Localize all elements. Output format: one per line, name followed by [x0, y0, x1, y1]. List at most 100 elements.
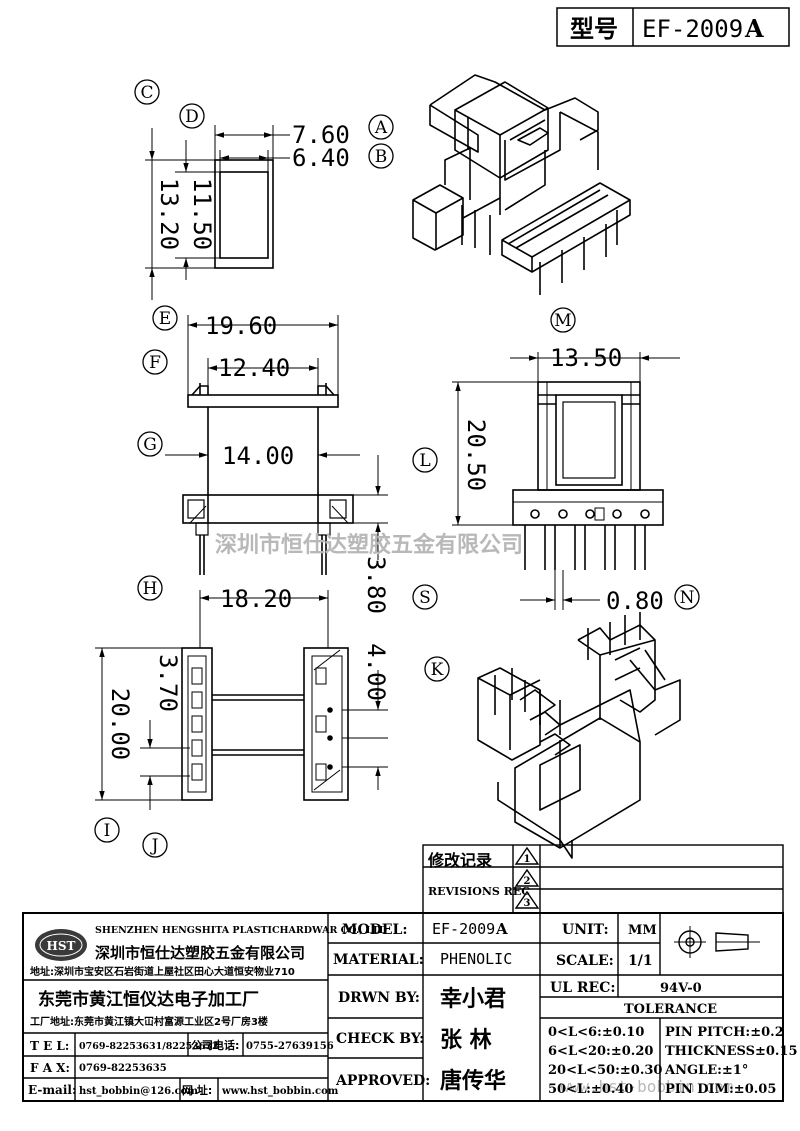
svg-text:B: B — [375, 147, 388, 167]
material-value: PHENOLIC — [440, 950, 512, 968]
label-g: G — [137, 431, 163, 457]
tolerance-label: TOLERANCE — [624, 1002, 717, 1017]
dim-19-60: 19.60 — [205, 312, 277, 340]
unit-value: MM — [628, 923, 657, 938]
svg-text:H: H — [143, 579, 158, 599]
company-address: 地址:深圳市宝安区石岩街道上屋社区田心大道恒安物业710 — [30, 965, 295, 978]
check-value: 张 林 — [440, 1028, 492, 1053]
tel-label: T E L: — [30, 1039, 69, 1053]
label-b: B — [368, 143, 394, 169]
svg-text:E: E — [159, 309, 171, 329]
fax-value: 0769-82253635 — [79, 1063, 167, 1074]
label-j: J — [142, 832, 168, 858]
label-k: K — [424, 656, 450, 682]
svg-text:C: C — [140, 83, 153, 103]
svg-text:L: L — [419, 451, 430, 471]
drawn-value: 幸小君 — [440, 986, 506, 1012]
svg-text:K: K — [431, 660, 444, 680]
unit-label: UNIT: — [562, 922, 609, 938]
tol-row-4: 50<L:±0.40 — [548, 1082, 633, 1097]
tol-right-4: PIN DIM:±0.05 — [665, 1082, 776, 1097]
label-e: E — [152, 305, 178, 331]
view-front — [165, 315, 388, 575]
dim-3-80: 3.80 — [362, 556, 390, 614]
header-model-box: 型号 EF-2009 A — [556, 7, 790, 47]
company-tel-value: 0755-27639156 — [246, 1041, 334, 1052]
svg-text:N: N — [680, 588, 695, 608]
revisions-title-en: REVISIONS REC — [428, 885, 530, 898]
label-a: A — [368, 114, 394, 140]
drawn-label: DRWN BY: — [338, 990, 420, 1006]
company-logo: HST — [35, 929, 87, 961]
dim-18-20: 18.20 — [220, 585, 292, 613]
tol-row-1: 0<L<6:±0.10 — [548, 1025, 644, 1040]
dim-6-40: 6.40 — [292, 144, 350, 172]
isometric-view-bottom — [477, 612, 681, 859]
tol-row-3: 20<L<50:±0.30 — [548, 1063, 662, 1078]
dim-4-00: 4.00 — [362, 643, 390, 701]
label-m: M — [550, 307, 576, 333]
dim-13-20: 13.20 — [155, 178, 183, 250]
label-f: F — [142, 349, 168, 375]
label-h: H — [137, 575, 163, 601]
model-label: MODEL: — [342, 922, 408, 938]
email-value: hst_bobbin@126.com — [79, 1086, 198, 1097]
dim-3-70: 3.70 — [154, 654, 182, 712]
dim-0-80: 0.80 — [606, 587, 664, 615]
header-model: EF-2009 — [642, 15, 743, 43]
rev-mark-1: 1 — [524, 854, 531, 865]
email-label: E-mail: — [28, 1083, 76, 1097]
web-label: 网 址: — [182, 1083, 212, 1097]
watermark: 深圳市恒仕达塑胶五金有限公司 — [215, 532, 523, 558]
watermark-url: www.hst-bobbin.com — [560, 1077, 733, 1096]
web-value: www.hst_bobbin.com — [221, 1086, 339, 1097]
fax-label: F A X: — [30, 1061, 70, 1075]
model-value: EF-2009 — [432, 920, 495, 938]
header-model-suffix: A — [744, 14, 764, 43]
scale-label: SCALE: — [556, 953, 614, 969]
company-tel-label: 公司电话: — [191, 1038, 239, 1052]
title-block — [22, 912, 784, 1102]
view-side-small — [145, 125, 290, 300]
label-d: D — [179, 103, 205, 129]
tel-value: 0769-82253631/82253632 — [79, 1041, 219, 1052]
scale-value: 1/1 — [628, 953, 653, 969]
view-bottom — [95, 590, 388, 810]
dim-14-00: 14.00 — [222, 442, 294, 470]
svg-text:F: F — [149, 353, 161, 373]
label-l: L — [412, 447, 438, 473]
revisions-title-cn: 修改记录 — [427, 851, 492, 870]
svg-text:J: J — [150, 836, 159, 856]
tol-row-2: 6<L<20:±0.20 — [548, 1044, 653, 1059]
approved-value: 唐传华 — [440, 1068, 506, 1094]
view-side — [452, 352, 680, 610]
dim-20-00: 20.00 — [106, 688, 134, 760]
svg-text:A: A — [374, 118, 388, 138]
company-name-cn: 深圳市恒仕达塑胶五金有限公司 — [95, 944, 305, 962]
rev-mark-2: 2 — [524, 876, 531, 887]
dim-13-50: 13.50 — [550, 344, 622, 372]
label-n: N — [674, 584, 700, 610]
svg-text:S: S — [419, 588, 431, 608]
dim-7-60: 7.60 — [292, 121, 350, 149]
factory-address: 工厂地址:东莞市黄江镇大冚村富源工业区2号厂房3楼 — [30, 1015, 268, 1028]
model-value-suffix: A — [495, 920, 508, 938]
dim-20-50: 20.50 — [462, 419, 490, 491]
dim-12-40: 12.40 — [218, 354, 290, 382]
svg-text:M: M — [554, 311, 571, 331]
label-c: C — [134, 79, 160, 105]
label-s: S — [412, 584, 438, 610]
svg-text:D: D — [185, 107, 199, 127]
factory-name: 东莞市黄江恒仪达电子加工厂 — [38, 989, 259, 1010]
tol-right-1: PIN PITCH:±0.2 — [665, 1025, 784, 1040]
ulrec-label: UL REC: — [550, 980, 616, 996]
svg-text:I: I — [104, 821, 111, 841]
tol-right-3: ANGLE:±1° — [664, 1063, 748, 1078]
svg-text:HST: HST — [47, 939, 76, 953]
material-label: MATERIAL: — [333, 952, 424, 968]
svg-text:G: G — [143, 435, 157, 455]
tol-right-2: THICKNESS±0.15 — [665, 1044, 798, 1059]
dim-11-50: 11.50 — [188, 178, 216, 250]
check-label: CHECK BY: — [336, 1031, 424, 1047]
